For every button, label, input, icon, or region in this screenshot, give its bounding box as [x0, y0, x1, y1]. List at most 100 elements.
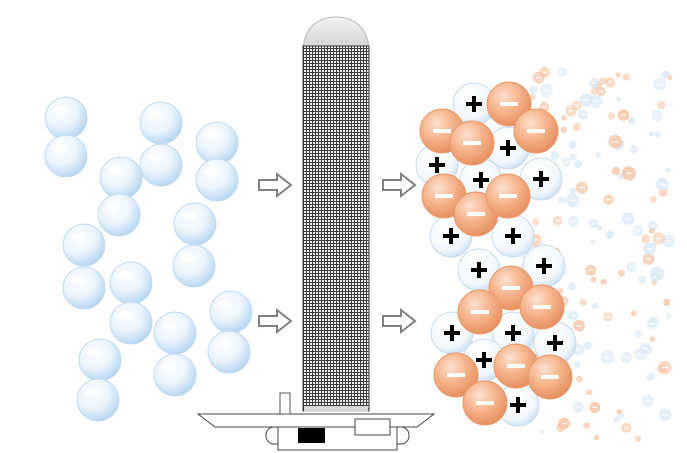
- small-neutral-ion-icon: [569, 153, 578, 162]
- small-neutral-ion-icon: [638, 275, 647, 284]
- neutral-particle-icon: [195, 121, 239, 165]
- positive-ion-icon: [491, 214, 535, 258]
- small-negative-ion-icon: [621, 422, 632, 434]
- small-negative-ion-icon: [590, 87, 598, 96]
- antenna-post: [279, 392, 291, 415]
- ion-cluster: [415, 81, 577, 427]
- flow-arrows: [258, 171, 417, 335]
- neutral-particle-icon: [44, 134, 88, 178]
- small-negative-ion-icon: [649, 228, 655, 234]
- small-neutral-ion-icon: [572, 401, 584, 413]
- small-neutral-ion-icon: [529, 85, 538, 94]
- small-neutral-ion-icon: [558, 67, 568, 77]
- base-plate: [196, 413, 436, 428]
- small-negative-ion-icon: [622, 73, 630, 81]
- small-negative-ion-icon: [560, 114, 567, 121]
- small-neutral-ion-icon: [574, 361, 581, 368]
- small-negative-ion-icon: [630, 310, 637, 317]
- small-negative-ion-icon: [565, 105, 577, 117]
- small-neutral-ion-icon: [620, 351, 633, 364]
- small-negative-ion-icon: [560, 126, 567, 133]
- small-neutral-ion-icon: [655, 177, 669, 191]
- negative-ion-icon: [457, 289, 503, 335]
- small-neutral-ion-icon: [558, 196, 566, 204]
- small-neutral-ion-icon: [565, 193, 580, 208]
- small-negative-ion-icon: [621, 166, 636, 181]
- small-neutral-ion-icon: [600, 350, 615, 365]
- small-negative-ion-icon: [608, 134, 623, 149]
- small-neutral-ion-icon: [664, 167, 671, 173]
- small-neutral-ion-icon: [613, 416, 620, 423]
- device-base: [196, 392, 436, 451]
- small-negative-ion-icon: [575, 181, 589, 194]
- neutral-particle-icon: [139, 143, 183, 187]
- small-neutral-ion-icon: [605, 230, 615, 239]
- small-neutral-ion-icon: [574, 160, 583, 169]
- small-neutral-ion-icon: [592, 302, 599, 310]
- small-neutral-ion-icon: [634, 348, 647, 361]
- small-negative-ion-icon: [657, 100, 666, 110]
- small-neutral-ion-icon: [662, 234, 676, 248]
- small-neutral-ion-icon: [569, 187, 577, 194]
- positive-ion-icon: [452, 82, 496, 126]
- hollow-arrow-right-icon: [258, 307, 293, 335]
- neutral-particle-icon: [62, 266, 106, 310]
- small-negative-ion-icon: [552, 215, 563, 226]
- small-neutral-ion-icon: [650, 272, 661, 282]
- small-negative-ion-icon: [579, 298, 587, 306]
- small-neutral-ion-icon: [646, 317, 659, 330]
- small-neutral-ion-icon: [646, 372, 656, 381]
- small-neutral-ion-icon: [567, 282, 576, 291]
- small-negative-ion-icon: [603, 194, 614, 206]
- small-negative-ion-icon: [558, 288, 564, 294]
- small-neutral-ion-icon: [658, 408, 672, 422]
- small-neutral-ion-icon: [568, 310, 579, 321]
- port-icon: [354, 418, 391, 436]
- neutral-particles-left: [44, 96, 253, 422]
- small-neutral-ion-icon: [651, 109, 664, 122]
- negative-ion-icon: [485, 173, 531, 219]
- negative-ion-icon: [527, 354, 573, 400]
- small-negative-ion-icon: [642, 252, 655, 265]
- small-neutral-ion-icon: [550, 151, 559, 161]
- small-neutral-ion-icon: [568, 140, 577, 149]
- small-neutral-ion-icon: [589, 94, 603, 108]
- small-neutral-ion-icon: [539, 83, 554, 98]
- small-negative-ion-icon: [649, 336, 656, 342]
- hollow-arrow-right-icon: [382, 171, 417, 199]
- negative-ion-icon: [519, 284, 565, 330]
- small-neutral-ion-icon: [634, 330, 643, 338]
- small-neutral-ion-icon: [643, 242, 656, 255]
- small-negative-ion-icon: [604, 77, 616, 88]
- neutral-particle-icon: [99, 156, 143, 200]
- hollow-arrow-right-icon: [382, 307, 417, 335]
- small-neutral-ion-icon: [590, 239, 596, 245]
- small-negative-ion-icon: [658, 360, 672, 375]
- small-negative-ion-icon: [532, 218, 540, 226]
- neutral-particle-icon: [153, 311, 197, 355]
- hollow-arrow-right-icon: [258, 171, 293, 199]
- neutral-particle-icon: [173, 202, 217, 246]
- small-negative-ion-icon: [583, 422, 590, 429]
- small-negative-ion-icon: [652, 232, 666, 245]
- neutral-particle-icon: [195, 158, 239, 202]
- small-neutral-ion-icon: [561, 156, 572, 167]
- neutral-particle-icon: [153, 353, 197, 397]
- small-negative-ion-icon: [608, 112, 616, 120]
- small-negative-ion-icon: [586, 389, 593, 396]
- neutral-particle-icon: [78, 338, 122, 382]
- negative-ion-icon: [462, 380, 508, 426]
- small-neutral-ion-icon: [618, 412, 625, 420]
- neutral-particle-icon: [209, 290, 253, 334]
- small-neutral-ion-icon: [632, 225, 644, 237]
- small-neutral-ion-icon: [579, 93, 593, 107]
- small-negative-ion-icon: [617, 109, 630, 121]
- small-negative-ion-icon: [615, 72, 621, 78]
- small-neutral-ion-icon: [589, 77, 600, 88]
- tube-cap: [302, 16, 370, 53]
- neutral-particle-icon: [109, 301, 153, 345]
- small-negative-ion-icon: [641, 234, 651, 244]
- ionizer-device: [196, 16, 436, 451]
- small-negative-ion-icon: [576, 375, 583, 383]
- small-neutral-ion-icon: [577, 109, 588, 120]
